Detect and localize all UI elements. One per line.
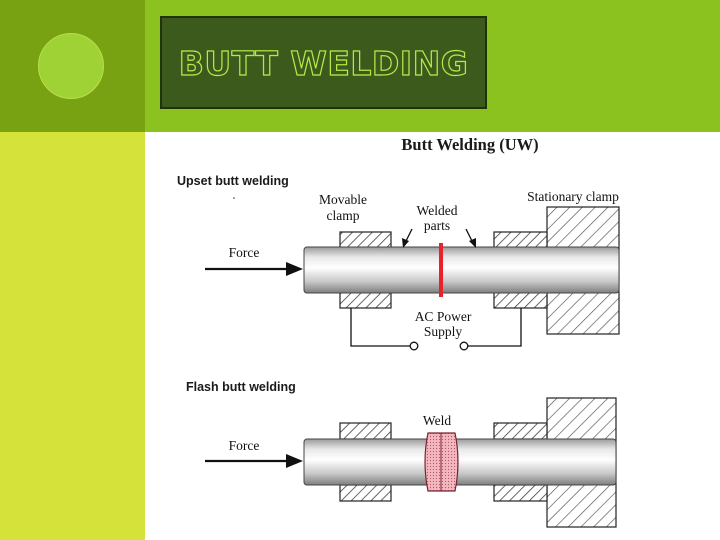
power-supply-label-line2: Supply <box>424 324 463 339</box>
flash-movable-clamp-bottom <box>339 484 392 502</box>
decorative-circle <box>38 33 104 99</box>
flash-movable-clamp-top <box>339 422 392 440</box>
stationary-clamp-bottom <box>493 291 548 309</box>
upset-section-label: Upset butt welding <box>177 174 289 188</box>
flash-butt-welding-section: Flash butt welding Weld Force <box>186 380 617 528</box>
welded-parts-label-line1: Welded <box>417 203 458 218</box>
circuit-wire-right <box>467 308 522 347</box>
stationary-clamp-label: Stationary clamp <box>527 189 619 204</box>
upset-force-label: Force <box>229 245 260 260</box>
power-supply-label-line1: AC Power <box>415 309 472 324</box>
diagram-heading: Butt Welding (UW) <box>401 135 538 154</box>
circuit-wire-left <box>350 308 410 347</box>
upset-workpiece-rod <box>303 246 620 294</box>
weld-label: Weld <box>423 413 451 428</box>
upset-force-arrow-head <box>286 262 303 276</box>
flash-section-label: Flash butt welding <box>186 380 296 394</box>
upset-butt-welding-section: Upset butt welding Force Movable clamp W… <box>177 174 620 351</box>
flash-stationary-clamp-bottom <box>493 484 548 502</box>
flash-force-arrow-head <box>286 454 303 468</box>
flash-stationary-clamp-top <box>493 422 548 440</box>
movable-clamp-label-line1: Movable <box>319 192 367 207</box>
movable-clamp-label-line2: clamp <box>327 208 360 223</box>
stationary-clamp-top <box>493 231 548 249</box>
flash-workpiece-rod <box>303 438 617 486</box>
movable-clamp-bottom <box>339 291 392 309</box>
power-terminal-right <box>459 341 469 351</box>
power-terminal-left <box>409 341 419 351</box>
slide-title: BUTT WELDING <box>178 43 469 83</box>
movable-clamp-top <box>339 231 392 249</box>
flash-force-label: Force <box>229 438 260 453</box>
welded-parts-pointer-right-head <box>469 238 476 248</box>
left-band-bottom <box>0 132 145 540</box>
title-box: BUTT WELDING <box>160 16 487 109</box>
welded-parts-label-line2: parts <box>424 218 450 233</box>
welded-parts-pointer-left-head <box>402 238 409 248</box>
stray-dot <box>233 197 235 199</box>
